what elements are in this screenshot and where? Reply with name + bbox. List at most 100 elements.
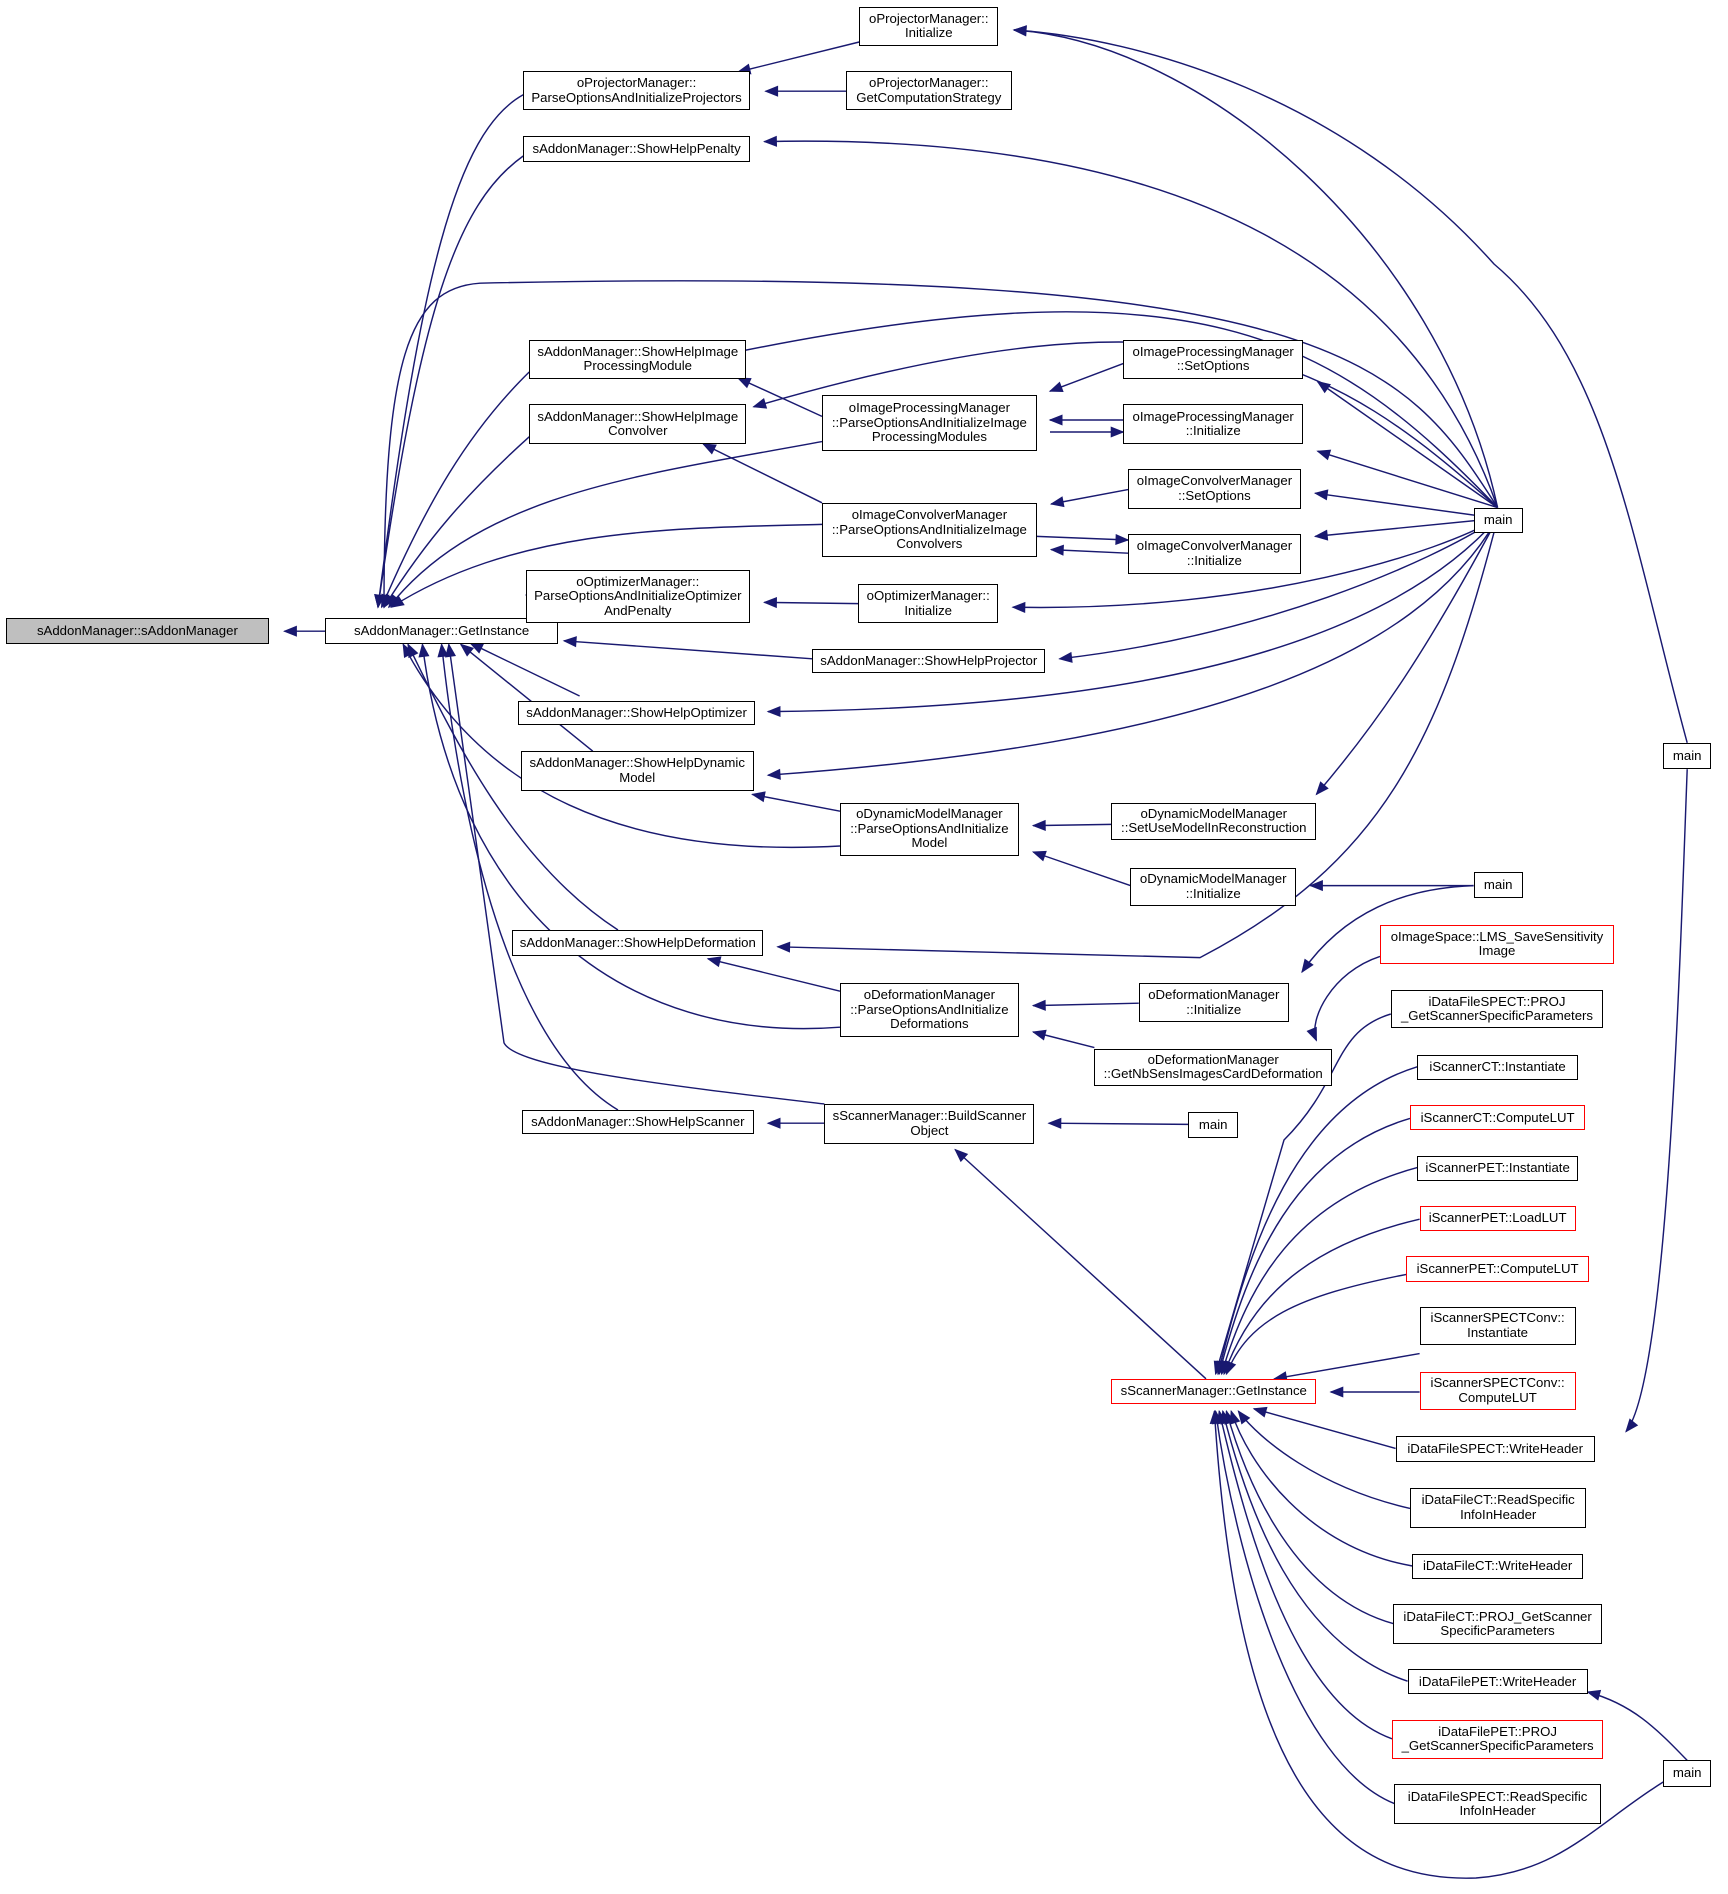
graph-node-icmParse[interactable]: oImageConvolverManager::ParseOptionsAndI… xyxy=(822,502,1037,557)
graph-node-projParse[interactable]: oProjectorManager::ParseOptionsAndInitia… xyxy=(523,70,750,111)
graph-node-ipmParse[interactable]: oImageProcessingManager::ParseOptionsAnd… xyxy=(822,394,1037,452)
graph-node-label: ::ParseOptionsAndInitializeImage xyxy=(831,521,1027,537)
edge-arrowhead xyxy=(1047,1117,1062,1129)
edge-arrowhead xyxy=(1586,1689,1602,1701)
graph-node-petProj[interactable]: iDataFilePET::PROJ_GetScannerSpecificPar… xyxy=(1392,1719,1604,1760)
edge-to-helpDyn xyxy=(752,793,841,812)
graph-node-optParse[interactable]: oOptimizerManager::ParseOptionsAndInitia… xyxy=(525,570,750,623)
graph-node-defInit[interactable]: oDeformationManager::Initialize xyxy=(1138,982,1289,1023)
graph-node-defNbSens[interactable]: oDeformationManager::GetNbSensImagesCard… xyxy=(1094,1048,1332,1086)
graph-node-label: ParseOptionsAndInitializeProjectors xyxy=(531,89,742,105)
graph-node-label: oDeformationManager xyxy=(1147,1051,1279,1067)
edge-arrowhead xyxy=(1306,1026,1317,1042)
graph-node-helpProj[interactable]: sAddonManager::ShowHelpProjector xyxy=(812,649,1046,674)
graph-node-label: Initialize xyxy=(904,602,953,618)
graph-node-mainA[interactable]: main xyxy=(1473,507,1523,533)
graph-node-optInit[interactable]: oOptimizerManager::Initialize xyxy=(858,584,999,623)
edge-to-defInit xyxy=(1301,884,1474,973)
graph-node-dynSetUse[interactable]: oDynamicModelManager::SetUseModelInRecon… xyxy=(1111,802,1317,840)
graph-node-helpDef[interactable]: sAddonManager::ShowHelpDeformation xyxy=(512,930,764,957)
graph-node-dynInit[interactable]: oDynamicModelManager::Initialize xyxy=(1130,867,1296,906)
edge-to-ssmGetInst xyxy=(1220,1166,1418,1375)
edge-arrowhead xyxy=(1012,25,1027,37)
graph-node-ctWrite[interactable]: iDataFileCT::WriteHeader xyxy=(1412,1554,1583,1580)
graph-node-mainC[interactable]: main xyxy=(1473,872,1523,898)
edge-to-icmInit xyxy=(1315,517,1498,538)
graph-node-mainD[interactable]: main xyxy=(1188,1112,1239,1138)
graph-node-petLut[interactable]: iScannerPET::ComputeLUT xyxy=(1406,1256,1589,1282)
graph-node-addonGetInstance[interactable]: sAddonManager::GetInstance xyxy=(325,618,558,645)
graph-node-icmSetOpt[interactable]: oImageConvolverManager::SetOptions xyxy=(1128,469,1301,509)
graph-node-mainE[interactable]: main xyxy=(1663,1760,1712,1787)
graph-node-mainB[interactable]: main xyxy=(1663,742,1712,770)
edge-arrowhead xyxy=(764,85,779,97)
graph-node-helpPenalty[interactable]: sAddonManager::ShowHelpPenalty xyxy=(523,135,750,162)
edge-to-addonGetInstance xyxy=(448,644,825,1105)
graph-node-projInit[interactable]: oProjectorManager::Initialize xyxy=(859,7,999,46)
edge-arrowhead xyxy=(445,643,457,658)
graph-node-label: ::Initialize xyxy=(1185,423,1241,439)
graph-node-label: oDynamicModelManager xyxy=(1140,805,1288,821)
graph-node-petInst[interactable]: iScannerPET::Instantiate xyxy=(1417,1155,1578,1181)
edge-arrowhead xyxy=(1031,1029,1047,1041)
graph-node-ssmGetInst[interactable]: sScannerManager::GetInstance xyxy=(1111,1378,1317,1404)
edge-to-ssmGetInst xyxy=(1218,1411,1393,1740)
graph-node-label: ProcessingModules xyxy=(871,429,987,445)
edge-to-helpProj xyxy=(1059,517,1498,660)
edge-to-addonGetInstance xyxy=(390,523,823,608)
edge-to-addonGetInstance xyxy=(460,643,594,752)
graph-node-label: oImageConvolverManager xyxy=(1136,473,1293,489)
graph-node-petLoad[interactable]: iScannerPET::LoadLUT xyxy=(1419,1206,1576,1232)
edge-to-helpPenalty xyxy=(764,140,1499,508)
graph-node-label: iDataFileCT::ReadSpecific xyxy=(1421,1492,1575,1508)
edge-arrowhead xyxy=(1316,449,1332,461)
graph-node-label: oDynamicModelManager xyxy=(856,806,1003,822)
edge-arrowhead xyxy=(1329,1386,1344,1398)
edge-arrowhead xyxy=(1252,1406,1268,1418)
edge-arrowhead xyxy=(378,594,390,609)
graph-node-spectProj[interactable]: iDataFileSPECT::PROJ_GetScannerSpecificP… xyxy=(1390,990,1604,1029)
edge-to-ssmGetInst xyxy=(1237,1410,1411,1510)
graph-node-label: oProjectorManager:: xyxy=(869,75,989,91)
graph-node-ipmSetOpt[interactable]: oImageProcessingManager::SetOptions xyxy=(1123,339,1304,380)
graph-node-icmInit[interactable]: oImageConvolverManager::Initialize xyxy=(1128,534,1301,574)
graph-node-label: iDataFilePET::PROJ xyxy=(1438,1723,1557,1739)
graph-node-petWrite[interactable]: iDataFilePET::WriteHeader xyxy=(1407,1669,1588,1695)
graph-node-label: oOptimizerManager:: xyxy=(866,588,990,604)
graph-node-label: sAddonManager::GetInstance xyxy=(353,622,530,638)
graph-node-projCompStrat[interactable]: oProjectorManager::GetComputationStrateg… xyxy=(846,70,1012,111)
graph-node-dynParse[interactable]: oDynamicModelManager::ParseOptionsAndIni… xyxy=(840,802,1019,856)
graph-node-defParse[interactable]: oDeformationManager::ParseOptionsAndInit… xyxy=(840,982,1019,1037)
graph-node-scLut[interactable]: iScannerSPECTConv::ComputeLUT xyxy=(1419,1371,1576,1410)
edge-arrowhead xyxy=(1049,544,1064,556)
graph-node-label: iDataFileCT::WriteHeader xyxy=(1422,1558,1573,1574)
edge-to-helpOpt xyxy=(767,517,1499,713)
graph-node-ipmInit[interactable]: oImageProcessingManager::Initialize xyxy=(1123,404,1304,444)
graph-node-label: ::GetNbSensImagesCardDeformation xyxy=(1103,1066,1323,1082)
graph-node-ctLut[interactable]: iScannerCT::ComputeLUT xyxy=(1410,1105,1586,1131)
graph-node-scInst[interactable]: iScannerSPECTConv::Instantiate xyxy=(1419,1306,1576,1346)
graph-node-helpScanner[interactable]: sAddonManager::ShowHelpScanner xyxy=(522,1110,754,1134)
edge-to-addonGetInstance xyxy=(402,644,841,849)
edge-arrowhead xyxy=(763,597,777,609)
graph-node-label: GetComputationStrategy xyxy=(856,89,1002,105)
graph-node-spectWrite[interactable]: iDataFileSPECT::WriteHeader xyxy=(1395,1436,1595,1462)
graph-node-ctInst[interactable]: iScannerCT::Instantiate xyxy=(1417,1054,1578,1080)
edge-to-helpDef xyxy=(777,518,1499,959)
edge-arrowhead xyxy=(736,377,752,389)
graph-node-root[interactable]: sAddonManager::sAddonManager xyxy=(6,618,269,645)
graph-node-label: oProjectorManager:: xyxy=(869,10,989,26)
graph-node-label: _GetScannerSpecificParameters xyxy=(1400,1008,1594,1024)
edge-arrowhead xyxy=(1301,958,1314,974)
edge-arrowhead xyxy=(766,768,781,780)
graph-node-helpOpt[interactable]: sAddonManager::ShowHelpOptimizer xyxy=(518,700,755,725)
graph-node-label: ::SetOptions xyxy=(1176,358,1250,374)
